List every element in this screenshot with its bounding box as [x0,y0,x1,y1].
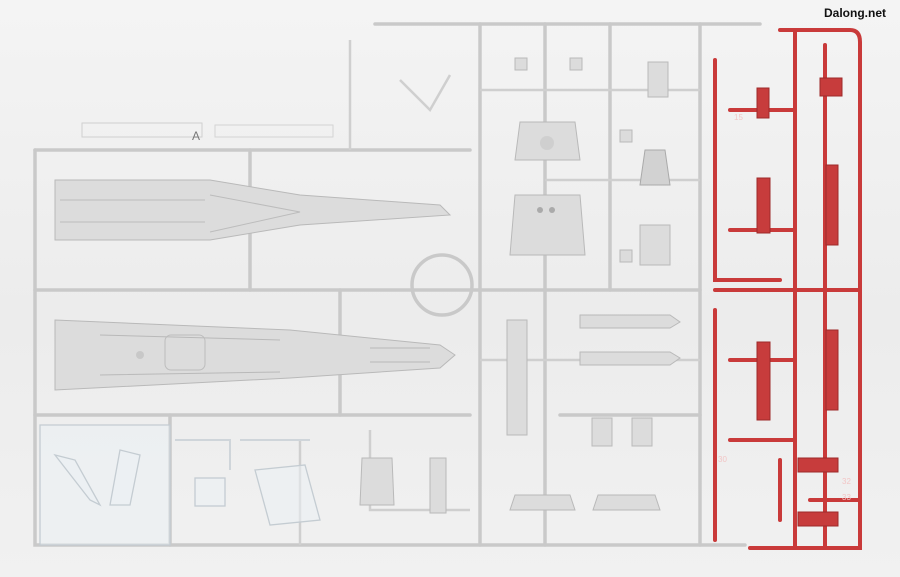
lower-fuselage-part [54,319,456,391]
upper-fuselage-part [54,179,452,241]
clear-parts [39,424,321,546]
small-gray-parts [359,57,681,514]
red-part-number-15: 15 [734,113,743,122]
watermark: Dalong.net [824,6,886,20]
red-runner [713,28,862,550]
red-part-number-32: 32 [842,477,851,486]
sprue-tag-letter: A [192,129,200,143]
red-parts: 15 30 32 33 [718,77,851,527]
red-part-number-33: 33 [842,493,851,502]
mold-markings: A [81,122,334,143]
red-part-number-30: 30 [718,455,727,464]
